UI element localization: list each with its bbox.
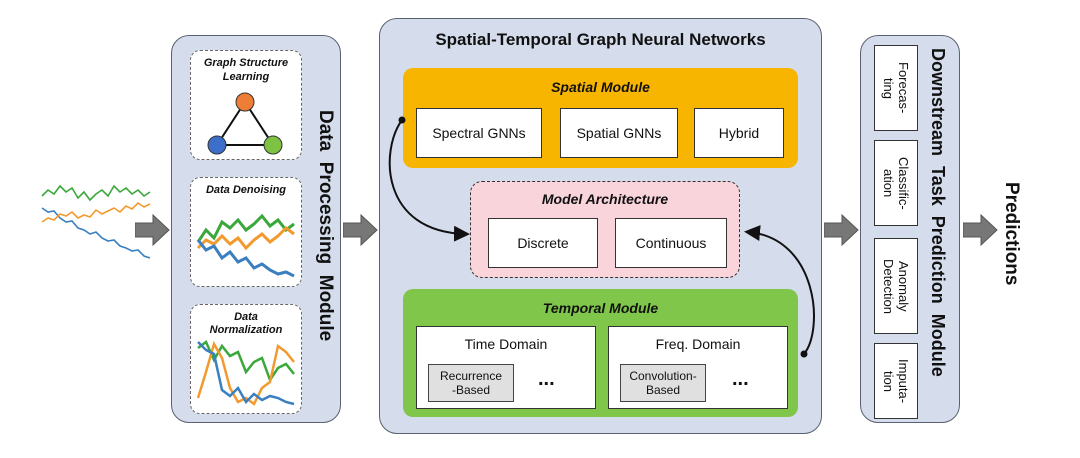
forecasting-box: Forecas-ting (874, 45, 918, 131)
freq-domain-ellipsis: ... (732, 368, 749, 390)
graph-structure-learning-label: Graph Structure Learning (203, 57, 289, 83)
data-denoising-label: Data Denoising (205, 184, 287, 196)
temporal-module-title: Temporal Module (542, 300, 659, 316)
data-normalization-label: Data Normalization (209, 311, 283, 336)
stgnn-title: Spatial-Temporal Graph Neural Networks (435, 30, 766, 49)
spectral-gnns-box: Spectral GNNs (416, 108, 542, 158)
convolution-based-box: Convolution- Based (620, 364, 706, 402)
arrow-to-data-processing-icon (135, 214, 170, 246)
spatial-module-title: Spatial Module (551, 79, 650, 95)
time-domain-ellipsis: ... (538, 368, 555, 390)
classification-box: Classific-ation (874, 140, 918, 226)
model-architecture-title: Model Architecture (541, 191, 669, 207)
arrow-to-predictions-icon (963, 214, 998, 246)
time-domain-label: Time Domain (464, 336, 548, 352)
predictions-label: Predictions (1001, 182, 1022, 286)
spatial-gnns-box: Spatial GNNs (560, 108, 678, 158)
imputation-box: Imputa-tion (874, 343, 918, 419)
normalization-series-icon (196, 340, 295, 406)
recurrence-based-box: Recurrence -Based (428, 364, 514, 402)
arrow-to-stgnn-icon (343, 214, 378, 246)
data-processing-module-title: Data Processing Module (315, 110, 336, 342)
graph-triangle-icon (207, 92, 283, 155)
discrete-box: Discrete (488, 218, 598, 268)
continuous-box: Continuous (615, 218, 727, 268)
denoising-series-icon (196, 213, 295, 278)
input-time-series-icon (41, 184, 151, 259)
hybrid-box: Hybrid (694, 108, 784, 158)
arrow-to-downstream-icon (824, 214, 859, 246)
freq-domain-label: Freq. Domain (655, 336, 741, 352)
downstream-module-title: Downstream Task Prediction Module (928, 48, 948, 377)
